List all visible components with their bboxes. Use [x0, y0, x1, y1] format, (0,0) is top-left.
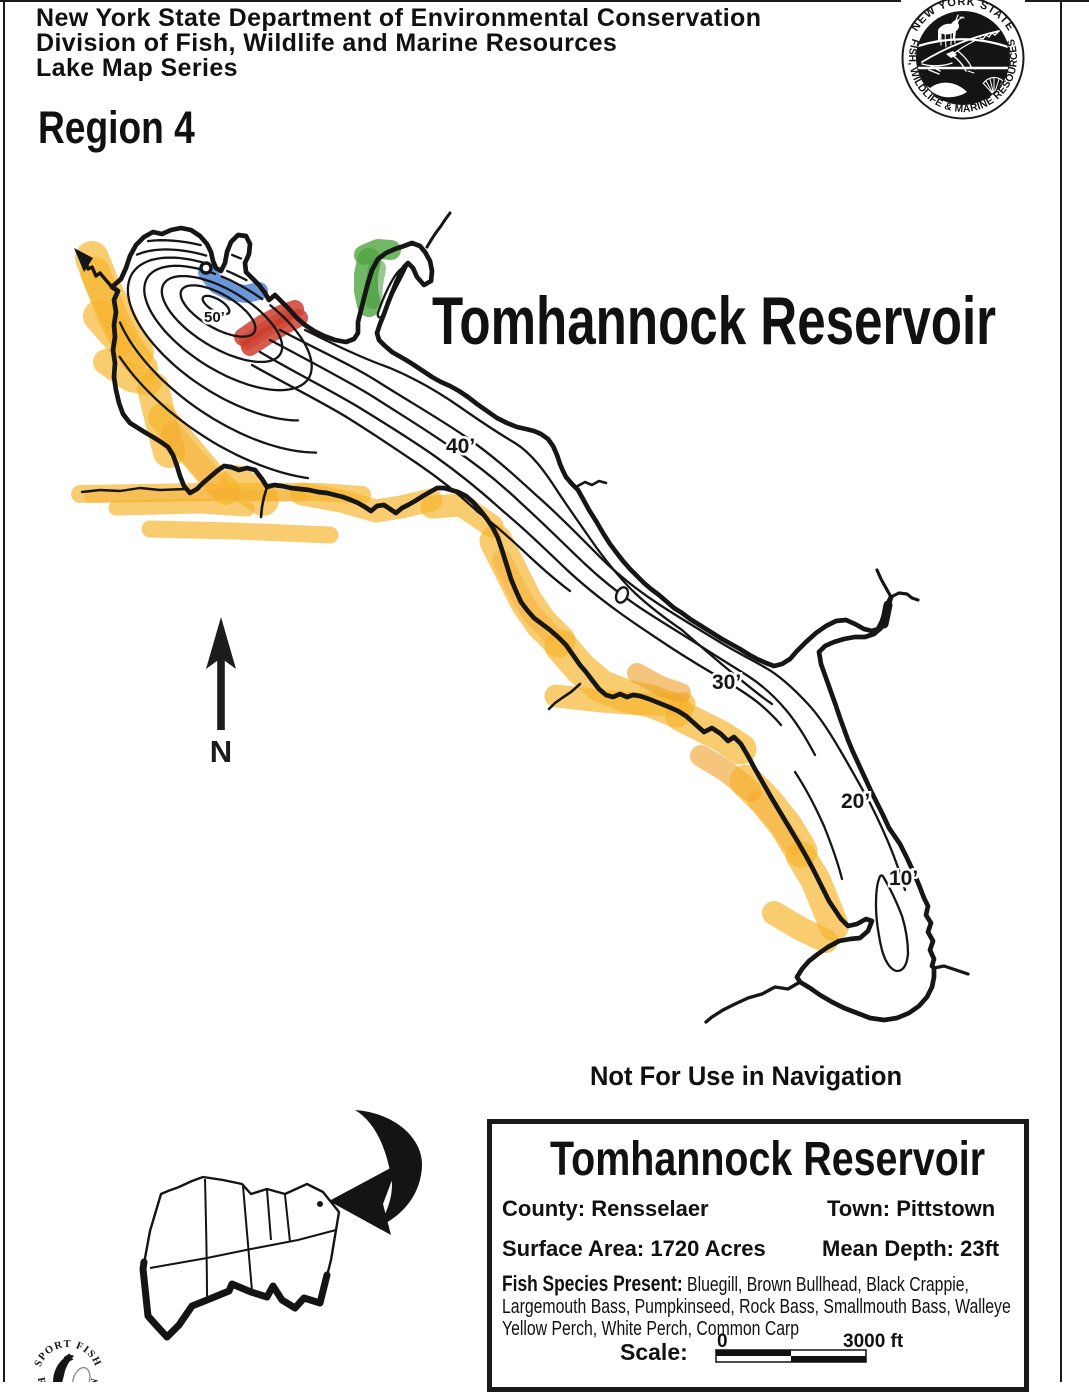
svg-text:20’: 20’ [841, 790, 870, 813]
svg-text:30’: 30’ [712, 671, 741, 694]
svg-text:50’: 50’ [204, 309, 225, 326]
svg-text:N: N [210, 734, 232, 769]
svg-text:SPORT FISH: SPORT FISH [33, 1339, 103, 1369]
svg-text:10’: 10’ [889, 867, 918, 890]
svg-text:RESTORATION: RESTORATION [35, 1376, 101, 1382]
svg-text:40’: 40’ [446, 435, 475, 458]
